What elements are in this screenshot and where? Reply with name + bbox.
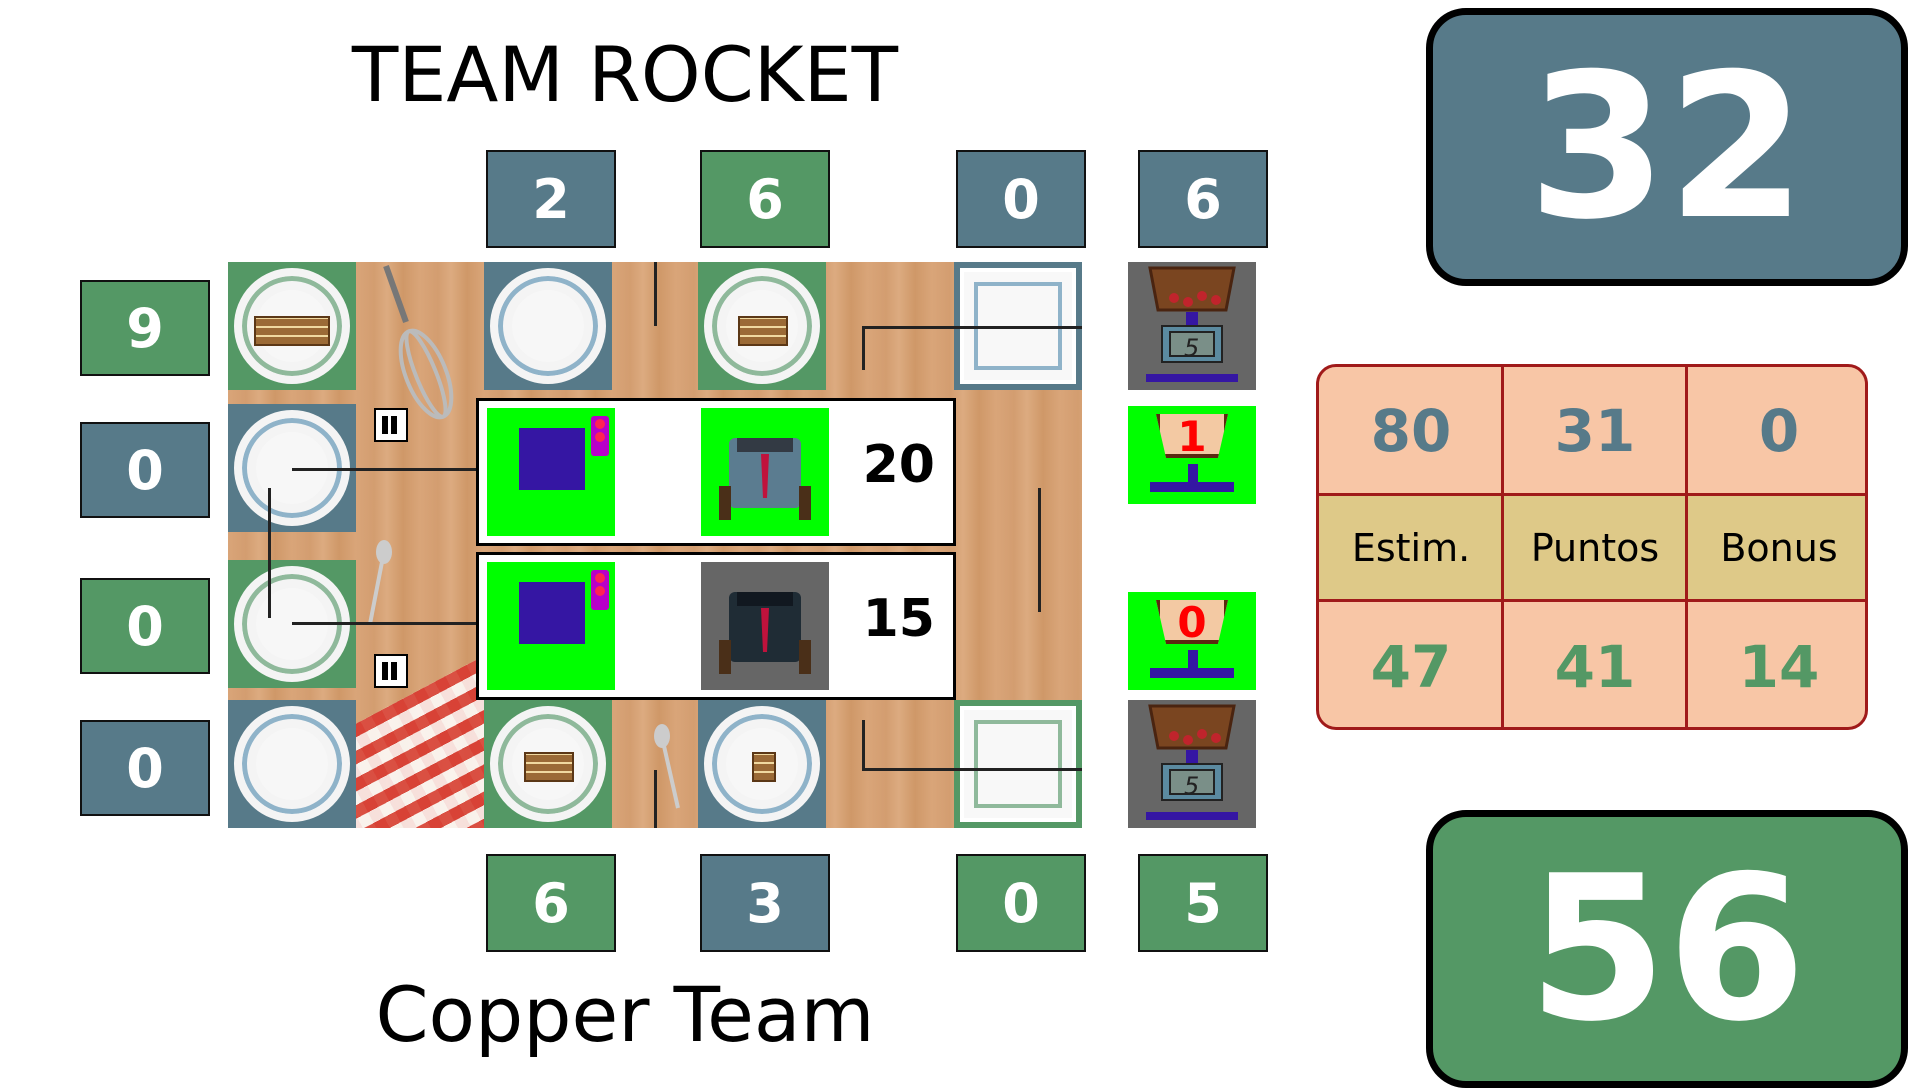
stat-bottom-puntos: 41 bbox=[1554, 633, 1636, 701]
stat-top-estim: 80 bbox=[1370, 397, 1452, 465]
spoon-icon bbox=[368, 540, 392, 625]
plate-icon bbox=[490, 268, 606, 384]
robot-card: 20 bbox=[476, 398, 956, 546]
plate-tile bbox=[228, 700, 356, 828]
connector-line bbox=[292, 622, 492, 625]
spoon-icon bbox=[654, 724, 680, 809]
stat-header-bonus: Bonus bbox=[1687, 495, 1865, 601]
plate-tile bbox=[484, 700, 612, 828]
robot-icon bbox=[519, 582, 585, 644]
connector-line bbox=[862, 326, 865, 370]
scale-icon bbox=[1146, 266, 1238, 382]
connector-line bbox=[862, 720, 865, 770]
column-score-bottom-3: 0 bbox=[956, 854, 1086, 952]
scale-display-bottom: 5 bbox=[1184, 772, 1200, 800]
bottom-team-total: 56 bbox=[1426, 810, 1908, 1088]
stat-bottom-estim: 47 bbox=[1370, 633, 1452, 701]
row-score-4: 0 bbox=[80, 720, 210, 816]
robot-cell bbox=[487, 562, 615, 690]
connector-line bbox=[862, 768, 1082, 771]
chef-cell bbox=[701, 562, 829, 690]
cake-icon bbox=[738, 316, 788, 346]
column-score-top-3: 0 bbox=[956, 150, 1086, 248]
plate-tile bbox=[698, 262, 826, 390]
cake-icon bbox=[752, 752, 776, 782]
column-score-bottom-4: 5 bbox=[1138, 854, 1268, 952]
stat-header-estim: Estim. bbox=[1319, 495, 1503, 601]
counter-value-lower: 0 bbox=[1177, 598, 1207, 647]
stat-top-bonus: 0 bbox=[1758, 397, 1800, 465]
robot-cell bbox=[487, 408, 615, 536]
napkin-tile bbox=[954, 700, 1082, 828]
connector-line bbox=[268, 488, 271, 618]
cake-icon bbox=[524, 752, 574, 782]
column-score-bottom-2: 3 bbox=[700, 854, 830, 952]
plate-icon bbox=[234, 706, 350, 822]
row-score-1: 9 bbox=[80, 280, 210, 376]
scale-tile-top: 5 bbox=[1128, 262, 1256, 390]
stats-table: 80 31 0 Estim. Puntos Bonus 47 41 14 bbox=[1316, 364, 1868, 730]
game-board bbox=[228, 262, 1082, 828]
column-score-bottom-1: 6 bbox=[486, 854, 616, 952]
robot-card: 15 bbox=[476, 552, 956, 700]
plate-tile bbox=[228, 262, 356, 390]
connector-line bbox=[292, 468, 492, 471]
chef-icon bbox=[719, 592, 811, 674]
stat-top-puntos: 31 bbox=[1554, 397, 1636, 465]
scale-display-top: 5 bbox=[1184, 334, 1200, 362]
connector-line bbox=[654, 262, 657, 326]
traffic-light-icon bbox=[591, 416, 609, 456]
napkin-icon bbox=[960, 706, 1076, 822]
counter-tile-lower: 0 bbox=[1128, 592, 1256, 690]
cake-icon bbox=[254, 316, 330, 346]
scale-icon bbox=[1146, 704, 1238, 820]
counter-tile-upper: 1 bbox=[1128, 406, 1256, 504]
column-score-top-4: 6 bbox=[1138, 150, 1268, 248]
stat-bottom-bonus: 14 bbox=[1738, 633, 1820, 701]
scale-tile-bottom: 5 bbox=[1128, 700, 1256, 828]
whisk-icon bbox=[383, 264, 454, 420]
row-score-2: 0 bbox=[80, 422, 210, 518]
connector-line bbox=[862, 326, 1082, 329]
counter-value-upper: 1 bbox=[1177, 412, 1207, 461]
robot-card-value: 15 bbox=[862, 589, 935, 649]
robot-icon bbox=[519, 428, 585, 490]
plate-tile bbox=[484, 262, 612, 390]
qr-marker-icon bbox=[374, 654, 408, 688]
stat-header-puntos: Puntos bbox=[1503, 495, 1687, 601]
plate-tile bbox=[698, 700, 826, 828]
top-team-name: TEAM ROCKET bbox=[351, 30, 899, 119]
traffic-light-icon bbox=[591, 570, 609, 610]
row-score-3: 0 bbox=[80, 578, 210, 674]
chef-cell bbox=[701, 408, 829, 536]
column-score-top-1: 2 bbox=[486, 150, 616, 248]
column-score-top-2: 6 bbox=[700, 150, 830, 248]
qr-marker-icon bbox=[374, 408, 408, 442]
connector-line bbox=[1038, 488, 1041, 612]
chef-icon bbox=[719, 438, 811, 520]
connector-line bbox=[654, 770, 657, 828]
top-team-total: 32 bbox=[1426, 8, 1908, 286]
bottom-team-name: Copper Team bbox=[375, 970, 875, 1059]
robot-card-value: 20 bbox=[862, 435, 935, 495]
